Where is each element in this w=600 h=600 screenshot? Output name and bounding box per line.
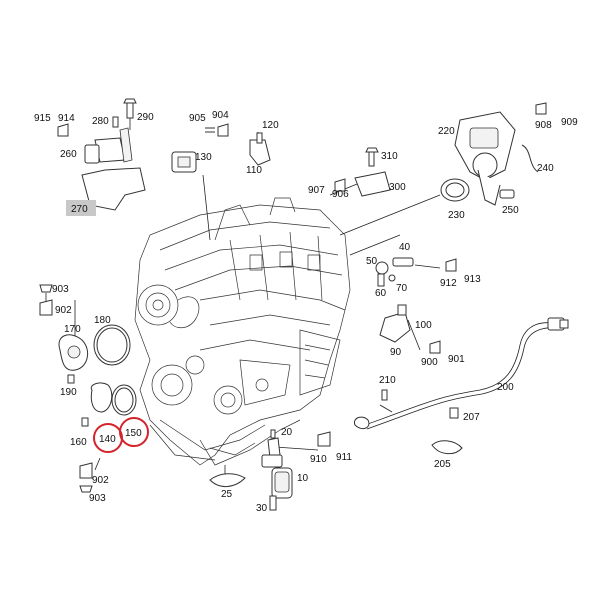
callout-190: 190 [60, 387, 77, 398]
callout-70: 70 [396, 283, 408, 294]
sensor-300 [334, 147, 391, 197]
callout-903-bottom: 903 [89, 493, 106, 504]
pressure-converter-assembly [57, 98, 146, 216]
callout-240: 240 [537, 163, 554, 174]
callout-310: 310 [381, 151, 398, 162]
callout-10: 10 [297, 473, 309, 484]
callout-902-top: 902 [55, 305, 72, 316]
callout-300: 300 [389, 182, 406, 193]
callout-270-box [66, 200, 96, 216]
highlight-circle-150 [119, 417, 149, 447]
callout-200: 200 [497, 382, 514, 393]
callout-290: 290 [137, 112, 154, 123]
callout-100: 100 [415, 320, 432, 331]
sensor-10-group [209, 429, 331, 511]
callout-120: 120 [262, 120, 279, 131]
callout-170: 170 [64, 324, 81, 335]
callout-901: 901 [448, 354, 465, 365]
callout-911: 911 [336, 452, 352, 463]
sensor-130 [171, 151, 197, 173]
callout-904: 904 [212, 110, 229, 121]
callout-900: 900 [421, 357, 438, 368]
sensor-90 [379, 304, 441, 354]
callout-250: 250 [502, 205, 519, 216]
callout-280: 280 [92, 116, 109, 127]
callout-913: 913 [464, 274, 481, 285]
callout-907: 907 [308, 185, 325, 196]
engine-block [134, 197, 351, 466]
callout-912: 912 [440, 278, 457, 289]
callout-260: 260 [60, 149, 77, 160]
vacuum-pump-group [39, 284, 137, 493]
callout-40: 40 [399, 242, 411, 253]
sensor-40-group [375, 257, 457, 287]
callout-909: 909 [561, 117, 578, 128]
callout-110: 110 [246, 165, 262, 176]
callout-150: 150 [125, 428, 142, 439]
callout-90: 90 [390, 347, 402, 358]
callout-908: 908 [535, 120, 552, 131]
callout-205: 205 [434, 459, 451, 470]
callout-910: 910 [310, 454, 327, 465]
callout-130: 130 [195, 152, 212, 163]
callout-915: 915 [34, 113, 51, 124]
callout-914: 914 [58, 113, 75, 124]
pump-assembly-220 [440, 102, 547, 206]
callout-207: 207 [463, 412, 480, 423]
callout-220: 220 [438, 126, 455, 137]
callout-905: 905 [189, 113, 206, 124]
callout-labels: 915 914 280 290 260 270 905 904 120 110 … [34, 110, 578, 514]
callout-160: 160 [70, 437, 87, 448]
callout-20: 20 [281, 427, 293, 438]
callout-50: 50 [366, 256, 378, 267]
callout-25: 25 [221, 489, 233, 500]
callout-906: 906 [332, 189, 349, 200]
callout-230: 230 [448, 210, 465, 221]
connector-bracket-110 [205, 123, 271, 166]
callout-180: 180 [94, 315, 111, 326]
callout-902-bottom: 902 [92, 475, 109, 486]
callout-903-top: 903 [52, 284, 69, 295]
callout-210: 210 [379, 375, 396, 386]
callout-60: 60 [375, 288, 387, 299]
sensor-cable-200 [353, 317, 569, 455]
callout-140: 140 [99, 434, 116, 445]
callout-270: 270 [71, 204, 88, 215]
callout-30: 30 [256, 503, 268, 514]
